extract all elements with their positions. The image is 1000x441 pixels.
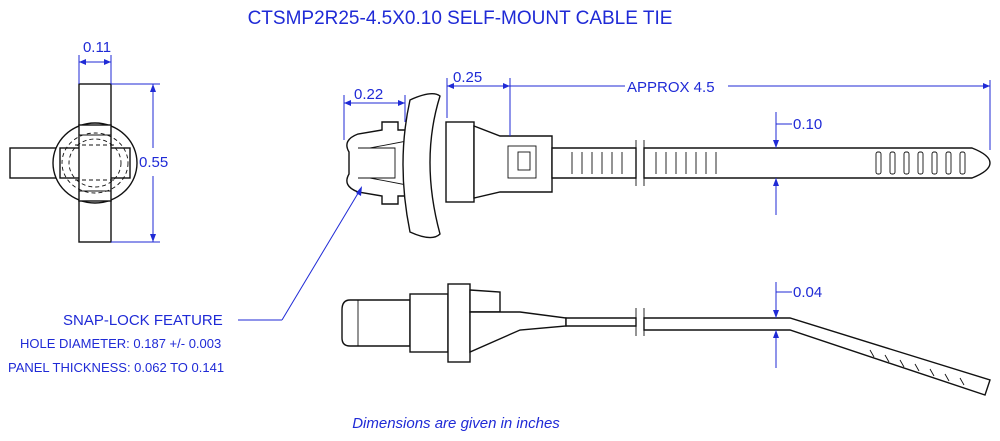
side-view: [341, 283, 991, 396]
dim-head-height: 0.55: [111, 83, 168, 243]
dim-label-0-11: 0.11: [83, 39, 111, 56]
dim-strap-thickness: 0.04: [773, 282, 822, 368]
top-view: [346, 93, 991, 239]
dim-label-0-04: 0.04: [793, 284, 822, 301]
dim-snap-lock-length: 0.22: [343, 86, 406, 140]
dim-label-0-25: 0.25: [453, 69, 482, 86]
dim-strap-width: 0.10: [773, 112, 822, 215]
panel-thickness-label: PANEL THICKNESS: 0.062 TO 0.141: [8, 360, 224, 375]
dim-overall-length: APPROX 4.5: [510, 79, 991, 150]
dim-label-approx-4-5: APPROX 4.5: [627, 79, 715, 96]
dim-label-0-10: 0.10: [793, 116, 822, 133]
drawing-title: CTSMP2R25-4.5X0.10 SELF-MOUNT CABLE TIE: [248, 8, 673, 29]
snap-lock-callout: SNAP-LOCK FEATURE HOLE DIAMETER: 0.187 +…: [8, 186, 362, 375]
units-note: Dimensions are given in inches: [352, 415, 560, 432]
hole-diameter-label: HOLE DIAMETER: 0.187 +/- 0.003: [20, 336, 221, 351]
end-view: [9, 83, 138, 243]
snap-lock-feature-label: SNAP-LOCK FEATURE: [63, 312, 223, 329]
dim-label-0-55: 0.55: [139, 154, 168, 171]
dim-label-0-22: 0.22: [354, 86, 383, 103]
dim-head-width: 0.11: [78, 39, 112, 84]
dim-base-length: 0.25: [446, 69, 511, 136]
